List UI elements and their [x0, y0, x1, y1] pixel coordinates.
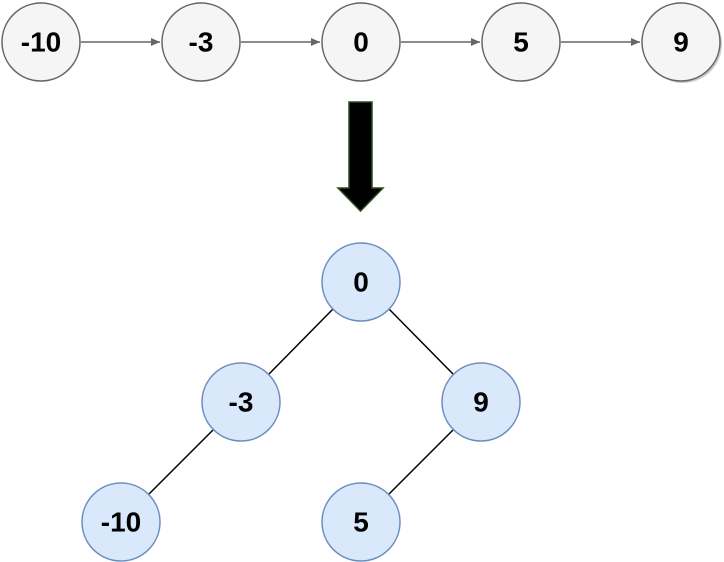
transform-arrow-icon	[336, 101, 385, 213]
tree-edge-root-left	[268, 308, 334, 375]
tree-node-label: -3	[229, 387, 254, 418]
tree-node-root: 0	[321, 242, 401, 322]
tree-node-right: 9	[441, 362, 521, 442]
list-node-label: -3	[189, 27, 214, 58]
list-node-label: -10	[21, 27, 61, 58]
list-node-5: 9	[641, 2, 722, 83]
tree-edge-root-right	[388, 308, 454, 375]
tree-edge-right-left	[388, 429, 454, 495]
tree-edge-left-left	[148, 429, 214, 495]
tree-node-label: 5	[353, 507, 369, 538]
tree-node-left: -3	[201, 362, 281, 442]
tree-node-label: -10	[101, 507, 141, 538]
list-node-3: 0	[321, 2, 401, 82]
tree-node-label: 9	[473, 387, 489, 418]
list-node-label: 5	[513, 27, 529, 58]
list-node-4: 5	[481, 2, 561, 82]
tree-node-label: 0	[353, 267, 369, 298]
linked-list: -10 -3 0 5 9	[1, 2, 722, 83]
tree-edges	[148, 308, 454, 495]
list-node-1: -10	[1, 2, 81, 82]
tree-node-right-left: 5	[321, 482, 401, 562]
tree-node-left-left: -10	[81, 482, 161, 562]
list-node-2: -3	[161, 2, 241, 82]
bst-tree: 0 -3 9 -10 5	[81, 242, 521, 562]
list-node-label: 9	[673, 27, 689, 58]
list-node-label: 0	[353, 27, 369, 58]
